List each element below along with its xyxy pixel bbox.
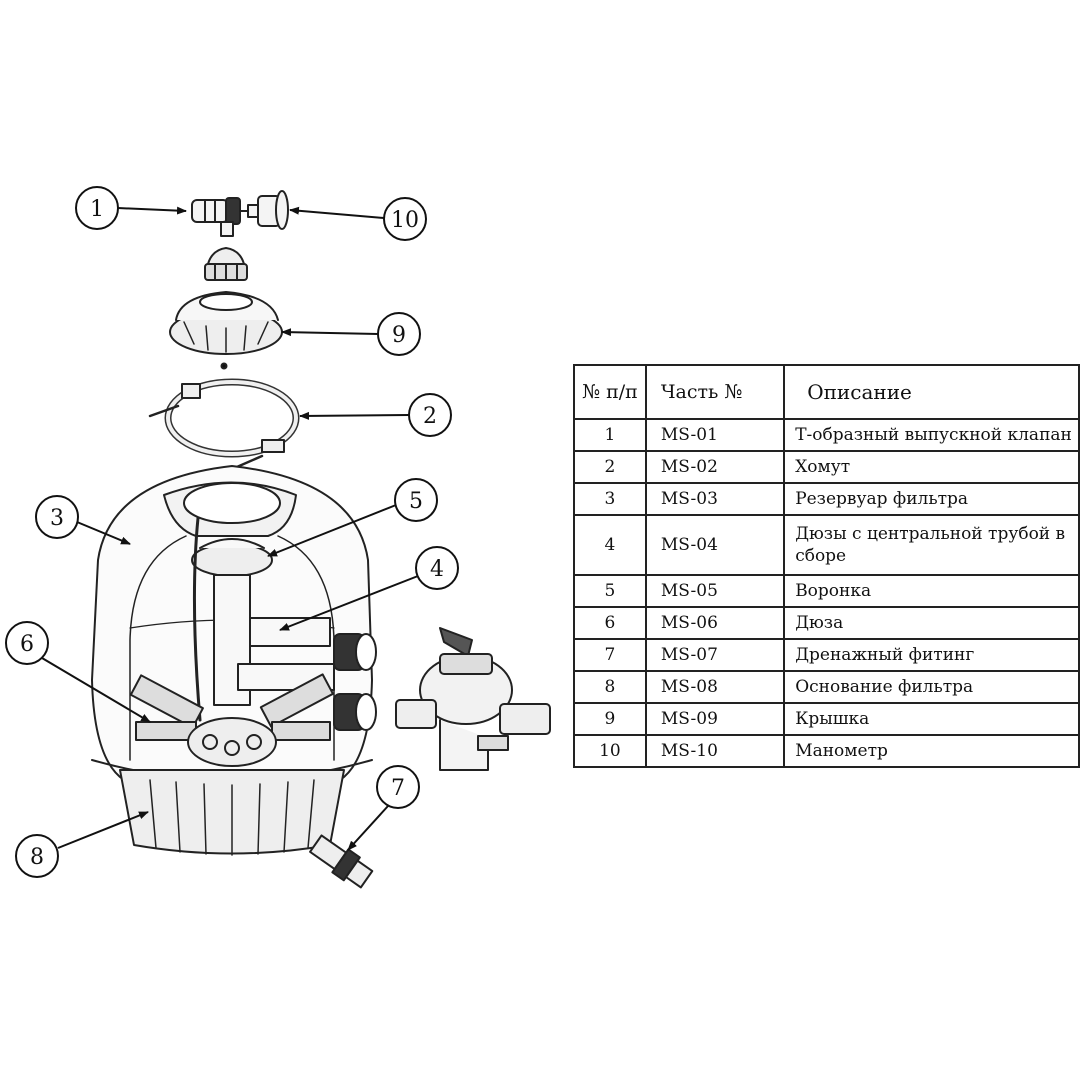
row-index: 3: [573, 482, 647, 516]
callout-5-label: 5: [409, 489, 423, 514]
callout-10: 10: [289, 197, 427, 241]
row-index: 8: [573, 670, 647, 704]
top-cap-nut: [204, 247, 248, 281]
t-valve-part: [191, 197, 251, 237]
callout-8-label: 8: [30, 845, 44, 870]
callout-6: 6: [5, 621, 151, 723]
table-row: 1 MS-01 Т-образный выпускной клапан: [573, 418, 1080, 452]
row-description: Манометр: [783, 734, 1080, 768]
drain-fitting-part: [309, 834, 374, 889]
table-row: 8 MS-08 Основание фильтра: [573, 670, 1080, 704]
row-part-number: MS-07: [644, 638, 786, 672]
callout-2-label: 2: [423, 404, 437, 429]
row-part-number: MS-05: [644, 574, 786, 608]
callout-8: 8: [15, 811, 149, 878]
table-row: 10 MS-10 Манометр: [573, 734, 1080, 768]
header-description: Описание: [783, 364, 1080, 420]
row-part-number: MS-09: [644, 702, 786, 736]
row-index: 4: [573, 514, 647, 576]
table-row: 7 MS-07 Дренажный фитинг: [573, 638, 1080, 672]
table-header-row: № п/п Часть № Описание: [573, 364, 1080, 420]
row-index: 9: [573, 702, 647, 736]
row-part-number: MS-02: [644, 450, 786, 484]
row-part-number: MS-04: [644, 514, 786, 576]
row-description: Дренажный фитинг: [783, 638, 1080, 672]
row-description: Резервуар фильтра: [783, 482, 1080, 516]
callout-2: 2: [299, 393, 452, 437]
callout-3: 3: [35, 495, 131, 545]
callout-7: 7: [347, 765, 420, 851]
callout-6-label: 6: [20, 632, 34, 657]
row-index: 10: [573, 734, 647, 768]
callout-5: 5: [267, 478, 438, 557]
pressure-gauge-part: [247, 190, 289, 230]
row-description: Основание фильтра: [783, 670, 1080, 704]
row-description: Воронка: [783, 574, 1080, 608]
row-part-number: MS-03: [644, 482, 786, 516]
row-index: 2: [573, 450, 647, 484]
row-part-number: MS-06: [644, 606, 786, 640]
callout-4: 4: [279, 546, 459, 631]
callout-10-label: 10: [391, 208, 419, 233]
row-index: 7: [573, 638, 647, 672]
table-row: 2 MS-02 Хомут: [573, 450, 1080, 484]
lid-part: [169, 291, 283, 370]
multiport-valve: [395, 627, 551, 771]
row-part-number: MS-10: [644, 734, 786, 768]
row-description: Дюзы с центральной трубой в сборе: [783, 514, 1080, 576]
filter-base-part: [119, 769, 345, 856]
callout-9-label: 9: [392, 323, 406, 348]
row-index: 1: [573, 418, 647, 452]
row-description: Крышка: [783, 702, 1080, 736]
callout-1-label: 1: [90, 197, 104, 222]
row-part-number: MS-08: [644, 670, 786, 704]
table-row: 9 MS-09 Крышка: [573, 702, 1080, 736]
callout-4-label: 4: [430, 557, 444, 582]
clamp-part: [148, 378, 300, 472]
callout-1: 1: [75, 186, 187, 230]
row-description: Т-образный выпускной клапан: [783, 418, 1080, 452]
row-description: Хомут: [783, 450, 1080, 484]
table-row: 3 MS-03 Резервуар фильтра: [573, 482, 1080, 516]
row-index: 5: [573, 574, 647, 608]
row-part-number: MS-01: [644, 418, 786, 452]
row-index: 6: [573, 606, 647, 640]
table-row: 5 MS-05 Воронка: [573, 574, 1080, 608]
row-description: Дюза: [783, 606, 1080, 640]
callout-7-label: 7: [391, 776, 405, 801]
header-part-number: Часть №: [644, 364, 786, 420]
laterals-part: [129, 673, 334, 767]
header-index: № п/п: [573, 364, 647, 420]
tank-side-ports: [333, 633, 377, 731]
table-row: 4 MS-04 Дюзы с центральной трубой в сбор…: [573, 514, 1080, 576]
callout-3-label: 3: [50, 506, 64, 531]
callout-9: 9: [281, 312, 421, 356]
table-row: 6 MS-06 Дюза: [573, 606, 1080, 640]
parts-table: № п/п Часть № Описание 1 MS-01 Т-образны…: [573, 364, 1080, 768]
